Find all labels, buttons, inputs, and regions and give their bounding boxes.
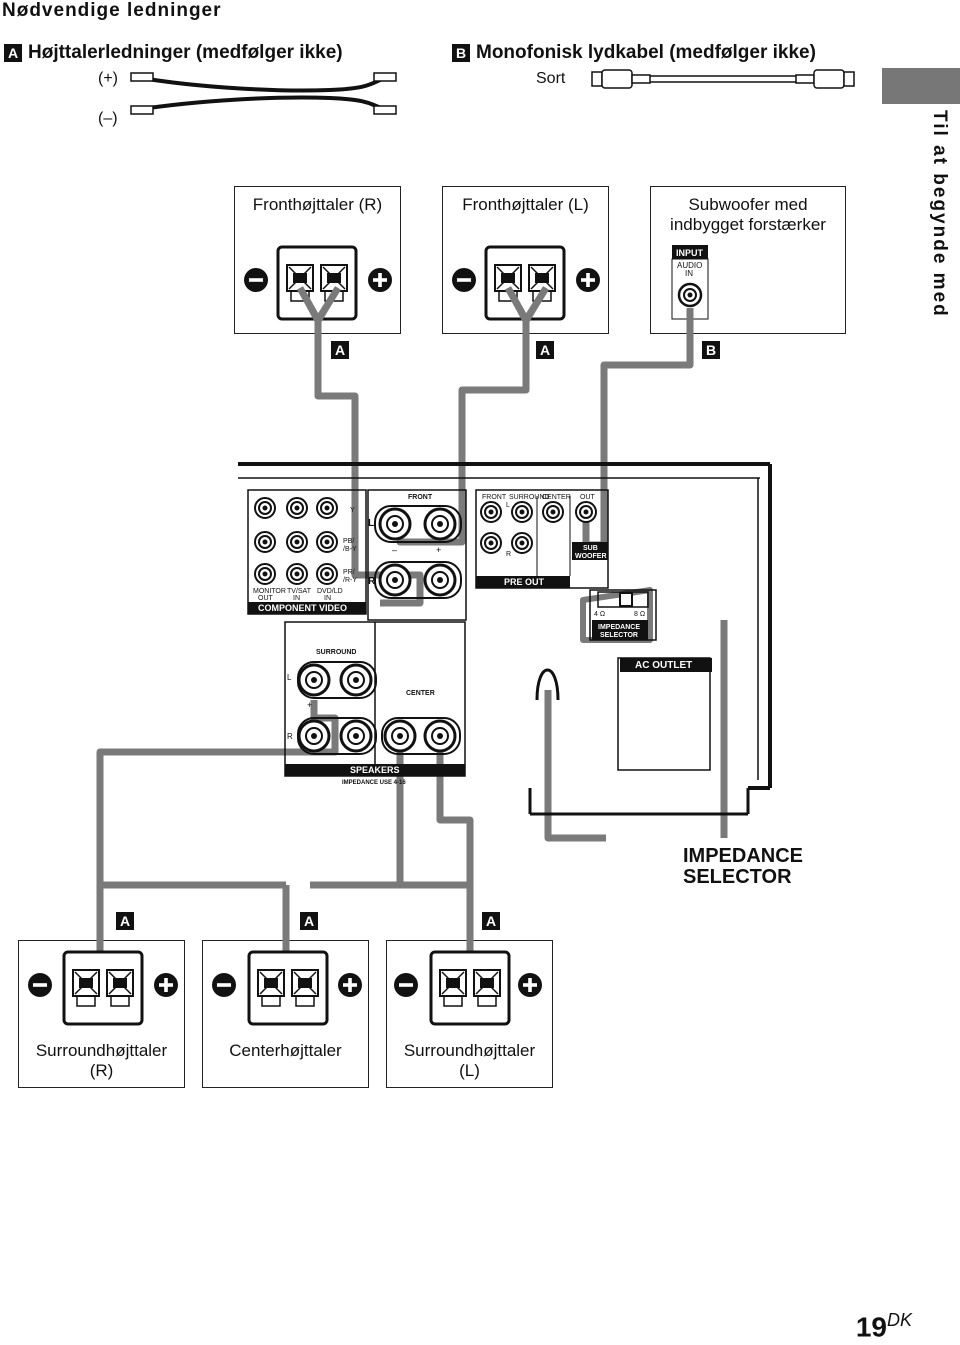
cable-b-heading: B Monofonisk lydkabel (medfølger ikke)	[452, 42, 816, 64]
impedance-callout-line1: IMPEDANCE	[683, 845, 804, 867]
subwoofer-label-2: indbygget forstærker	[670, 215, 826, 234]
impedance-callout-line2: SELECTOR	[683, 866, 792, 888]
sub-in-label: IN	[685, 269, 693, 278]
tvsat-label: TV/SAT	[287, 588, 312, 595]
surround-r-label-1: Surroundhøjttaler	[35, 1041, 168, 1060]
monitor-out-label: OUT	[258, 595, 274, 602]
cable-color-label: Sort	[536, 70, 566, 87]
pre-out-label: PRE OUT	[504, 577, 545, 587]
receiver-panel	[238, 462, 772, 816]
pre-out-jacks	[476, 496, 608, 588]
sub-audio-label: AUDIO	[677, 261, 702, 270]
plus-label: (+)	[98, 70, 118, 87]
center-label-panel: CENTER	[406, 690, 435, 697]
dvdld-in-label: IN	[324, 595, 331, 602]
impedance-use-label: IMPEDANCE USE 4-16	[342, 780, 406, 786]
badge-subwoofer: B	[702, 341, 720, 359]
front-minus-label: –	[392, 545, 397, 555]
page-number: 19DK	[856, 1310, 912, 1343]
side-tab-label: Til at begynde med	[929, 110, 950, 318]
pre-center-label: CENTER	[542, 494, 571, 501]
surround-r-terminal	[28, 950, 178, 1026]
badge-b: B	[452, 44, 470, 62]
surround-plus-label: +	[307, 700, 312, 710]
page-number-value: 19	[855, 1311, 887, 1343]
pre-surround-label: SURROUND	[509, 494, 549, 501]
pb2-label: /B-Y	[343, 546, 357, 553]
ac-outlet-label: AC OUTLET	[635, 660, 692, 671]
rear-speaker-posts	[285, 661, 465, 776]
surround-l-label-2: (L)	[459, 1061, 480, 1080]
cables	[80, 286, 728, 987]
badge-surround-l: A	[482, 912, 500, 930]
front-speaker-l-label: Fronthøjttaler (L)	[462, 195, 589, 214]
impedance-label: IMPEDANCE	[598, 624, 640, 631]
impedance-selector	[592, 591, 649, 640]
page-title: Nødvendige ledninger	[2, 0, 222, 21]
front-label: FRONT	[408, 494, 433, 501]
receiver-labels: Y PB/ /B-Y PR/ /R-Y MONITOR OUT TV/SAT I…	[253, 248, 704, 786]
selector-label: SELECTOR	[600, 632, 638, 639]
pr2-label: /R-Y	[343, 577, 357, 584]
pb-label: PB/	[343, 538, 354, 545]
ac-outlet-bar	[620, 658, 712, 672]
impedance-selector-callout: IMPEDANCE SELECTOR	[683, 846, 803, 888]
pre-front-label: FRONT	[482, 494, 507, 501]
minus-label: (–)	[98, 110, 118, 127]
speakers-label: SPEAKERS	[350, 765, 400, 775]
surround-label: SURROUND	[316, 649, 356, 656]
front-l-terminal	[452, 245, 600, 321]
surround-l-terminal	[394, 950, 542, 1026]
badge-front-l: A	[536, 341, 554, 359]
terminal-wires	[297, 286, 549, 329]
subwoofer-label-1: Subwoofer med	[688, 195, 808, 214]
ohm4-label: 4 Ω	[594, 611, 605, 618]
speaker-cable-sample	[130, 72, 397, 115]
badge-a: A	[4, 44, 22, 62]
front-l-label: L	[368, 518, 374, 529]
mono-cable-sample	[591, 69, 855, 89]
cable-a-label: Højttalerledninger (medfølger ikke)	[28, 42, 343, 63]
y-label: Y	[350, 507, 355, 514]
subwoofer-input	[671, 245, 709, 320]
pre-l-label: L	[506, 502, 510, 509]
center-label: Centerhøjttaler	[229, 1041, 342, 1060]
ohm8-label: 8 Ω	[634, 611, 645, 618]
pre-out-small-label: OUT	[580, 494, 596, 501]
surround-r-label-2: (R)	[89, 1061, 114, 1080]
sub-label: SUB	[583, 545, 598, 552]
side-tab	[882, 68, 960, 104]
surround-r-label: R	[287, 732, 293, 741]
badge-surround-r: A	[116, 912, 134, 930]
dvdld-label: DVD/LD	[317, 588, 343, 595]
pre-r-label: R	[506, 551, 511, 558]
cable-b-label: Monofonisk lydkabel (medfølger ikke)	[476, 42, 816, 63]
surround-l-label-1: Surroundhøjttaler	[403, 1041, 536, 1060]
front-plus-label: +	[436, 545, 441, 555]
pr-label: PR/	[343, 569, 355, 576]
badge-center: A	[300, 912, 318, 930]
tvsat-in-label: IN	[293, 595, 300, 602]
front-speaker-posts	[374, 505, 462, 599]
badge-front-r: A	[331, 341, 349, 359]
front-r-terminal	[244, 245, 392, 321]
cable-a-heading: A Højttalerledninger (medfølger ikke)	[4, 42, 343, 64]
woofer-label: WOOFER	[575, 553, 607, 560]
component-video-label: COMPONENT VIDEO	[258, 603, 347, 613]
front-speaker-r-label: Fronthøjttaler (R)	[252, 195, 383, 214]
sub-input-label: INPUT	[676, 248, 704, 258]
front-r-label: R	[368, 576, 376, 587]
surround-l-label: L	[287, 673, 292, 682]
center-terminal	[212, 950, 362, 1026]
component-video-jacks	[248, 497, 366, 614]
page-number-suffix: DK	[886, 1310, 912, 1330]
monitor-label: MONITOR	[253, 588, 286, 595]
